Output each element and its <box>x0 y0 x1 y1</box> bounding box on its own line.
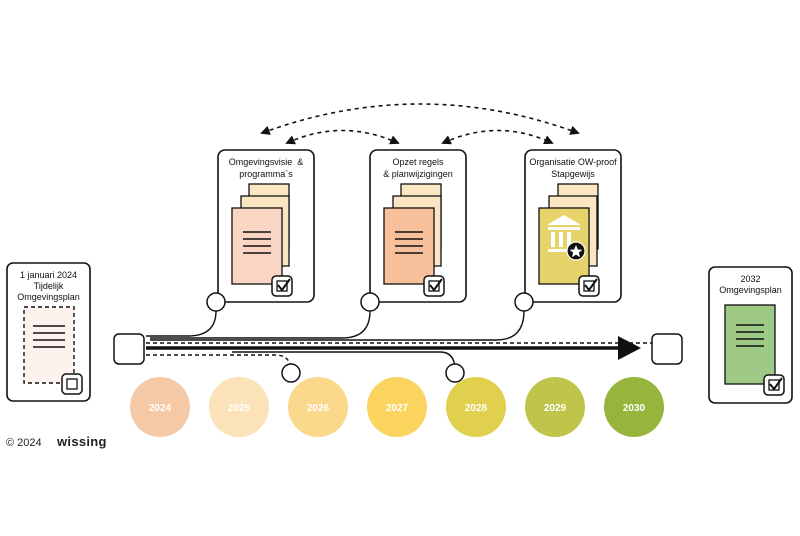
card2-line1: Opzet regels <box>392 157 444 167</box>
end-plan-card: 2032 Omgevingsplan <box>708 266 793 404</box>
government-building-icon <box>547 215 581 252</box>
year-circle-2025 <box>209 377 269 437</box>
start-plan-line3: Omgevingsplan <box>17 292 80 302</box>
card3-connector <box>514 292 534 312</box>
year-circle-2024 <box>130 377 190 437</box>
card3-line1: Organisatie OW-proof <box>529 157 617 167</box>
dashed-arrow-outer <box>260 103 580 135</box>
year-label-2024: 2024 <box>149 403 172 414</box>
copyright-text: © 2024 <box>6 437 42 449</box>
end-plan-line1: 2032 <box>740 274 760 284</box>
card-opzet-regels: Opzet regels & planwijzigingen <box>360 149 467 312</box>
year-label-2025: 2025 <box>228 403 251 414</box>
checked-checkbox-icon <box>763 374 785 396</box>
checked-checkbox-icon <box>578 275 600 297</box>
year-circle-2028 <box>446 377 506 437</box>
year-circle-2030 <box>604 377 664 437</box>
year-label-2027: 2027 <box>386 403 409 414</box>
card1-line1: Omgevingsvisie & <box>229 157 304 167</box>
dashed-arrow-right <box>441 129 554 145</box>
start-plan-line2: Tijdelijk <box>34 281 64 291</box>
year-circles: 2024 2025 2026 2027 2028 2029 2030 <box>130 377 664 437</box>
start-plan-line1: 1 januari 2024 <box>20 270 77 280</box>
start-plan-document <box>23 306 75 384</box>
card2-connector <box>360 292 380 312</box>
timeline-end-node <box>651 333 683 365</box>
card1-line2: programma`s <box>239 169 293 179</box>
card-omgevingsvisie: Omgevingsvisie & programma`s <box>206 149 315 312</box>
year-circle-2029 <box>525 377 585 437</box>
dashed-arrow-left <box>285 129 400 145</box>
empty-checkbox-icon <box>61 373 83 395</box>
year-circle-2026 <box>288 377 348 437</box>
year-label-2028: 2028 <box>465 403 488 414</box>
card1-connector <box>206 292 226 312</box>
checked-checkbox-icon <box>271 275 293 297</box>
timeline-start-node <box>113 333 145 365</box>
checked-checkbox-icon <box>423 275 445 297</box>
card3-link <box>150 310 525 341</box>
award-star-icon <box>566 241 586 261</box>
end-plan-line2: Omgevingsplan <box>719 285 782 295</box>
end-plan-document <box>724 304 776 385</box>
lower-connector-2 <box>445 363 465 383</box>
timeline-arrow-head <box>618 336 641 360</box>
lower-dashed-branch <box>146 354 292 372</box>
card2-line2: & planwijzigingen <box>383 169 453 179</box>
card1-link <box>146 310 217 337</box>
card-organisatie: Organisatie OW-proof Stapgewijs <box>514 149 622 312</box>
brand-logo: wissing <box>56 434 107 449</box>
year-circle-2027 <box>367 377 427 437</box>
lower-connector-1 <box>281 363 301 383</box>
year-label-2029: 2029 <box>544 403 567 414</box>
start-plan-card: 1 januari 2024 Tijdelijk Omgevingsplan <box>6 262 91 402</box>
card2-link <box>150 310 371 339</box>
year-label-2026: 2026 <box>307 403 330 414</box>
year-label-2030: 2030 <box>623 403 646 414</box>
card3-line2: Stapgewijs <box>551 169 595 179</box>
